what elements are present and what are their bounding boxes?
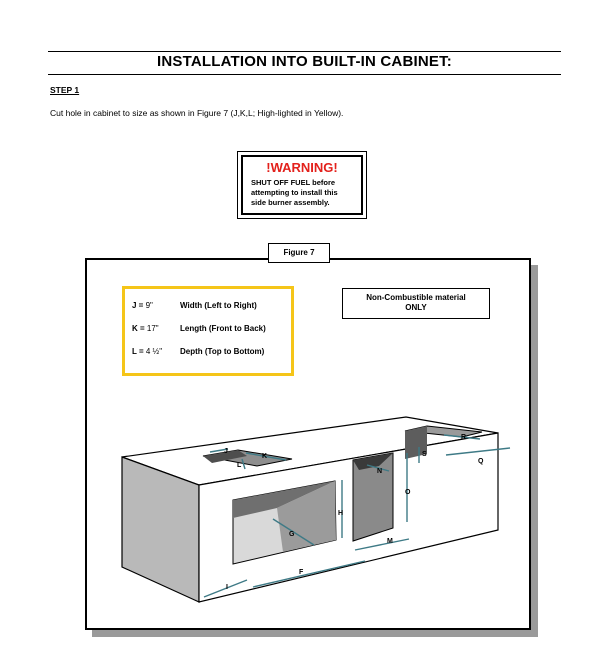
dim-line-m	[354, 538, 410, 551]
dimension-key-box: J = 9" Width (Left to Right) K = 17" Lengt…	[122, 286, 294, 376]
step-instruction: Cut hole in cabinet to size as shown in …	[50, 108, 344, 118]
cabinet-diagram: J K L R S Q N O H G M I F	[121, 416, 511, 603]
dim-label-k: K	[262, 453, 267, 460]
warning-line-3: side burner assembly.	[251, 198, 330, 207]
warning-box: !WARNING! SHUT OFF FUEL before attemptin…	[237, 151, 367, 219]
dim-label-r: R	[461, 434, 466, 441]
dim-desc-j: Width (Left to Right)	[180, 301, 257, 310]
material-note-line-2: ONLY	[405, 303, 427, 312]
dim-line-i	[203, 579, 248, 598]
title-bar: INSTALLATION INTO BUILT-IN CABINET:	[48, 51, 561, 75]
step-heading: STEP 1	[50, 85, 80, 95]
burner-cutout-shade	[203, 450, 247, 463]
cabinet-front-face	[198, 432, 499, 603]
dim-key-k: K =	[132, 324, 145, 333]
warning-line-1: SHUT OFF FUEL before	[251, 178, 336, 187]
front-opening-shade-top	[233, 481, 335, 518]
dim-label-m: M	[387, 538, 393, 545]
warning-line-2: attempting to install this	[251, 188, 338, 197]
dim-line-n	[366, 464, 390, 472]
dim-value-k: 17"	[146, 324, 159, 333]
dim-desc-l: Depth (Top to Bottom)	[180, 347, 265, 356]
dim-label-o: O	[405, 489, 411, 496]
dim-desc-k: Length (Front to Back)	[180, 324, 266, 333]
dim-value-j: 9"	[145, 301, 153, 310]
dim-line-k	[245, 452, 287, 461]
warning-title: !WARNING!	[266, 160, 338, 175]
warning-inner-border: !WARNING! SHUT OFF FUEL before attemptin…	[241, 155, 363, 215]
dimension-row-l: L = 4 ½" Depth (Top to Bottom)	[132, 347, 264, 356]
dim-key-l: L =	[132, 347, 144, 356]
figure-label: Figure 7	[268, 243, 330, 263]
dim-label-j: J	[224, 448, 228, 455]
page-title: INSTALLATION INTO BUILT-IN CABINET:	[156, 53, 453, 70]
dim-line-q	[445, 447, 511, 456]
side-opening	[352, 452, 394, 542]
right-cutout-shade	[405, 426, 427, 459]
dim-label-n: N	[377, 468, 382, 475]
dim-label-i: I	[226, 584, 228, 591]
material-note-line-1: Non-Combustible material	[366, 293, 466, 302]
dim-line-r	[443, 434, 481, 440]
material-note-box: Non-Combustible material ONLY	[342, 288, 490, 319]
dim-line-l	[241, 458, 246, 470]
dim-key-j: J =	[132, 301, 144, 310]
dim-label-f: F	[299, 569, 304, 576]
side-opening-shade	[353, 453, 393, 470]
dim-label-l: L	[237, 462, 242, 469]
dim-label-s: S	[422, 451, 427, 458]
dim-label-g: G	[289, 531, 295, 538]
dimension-row-j: J = 9" Width (Left to Right)	[132, 301, 257, 310]
dim-value-l: 4 ½"	[145, 347, 163, 356]
dimension-row-k: K = 17" Length (Front to Back)	[132, 324, 266, 333]
dim-line-f	[252, 560, 366, 588]
front-opening-shade-back	[277, 481, 336, 552]
dim-line-g	[272, 518, 315, 546]
dim-label-q: Q	[478, 458, 484, 465]
dim-line-j	[209, 448, 229, 453]
dim-label-h: H	[338, 510, 343, 517]
